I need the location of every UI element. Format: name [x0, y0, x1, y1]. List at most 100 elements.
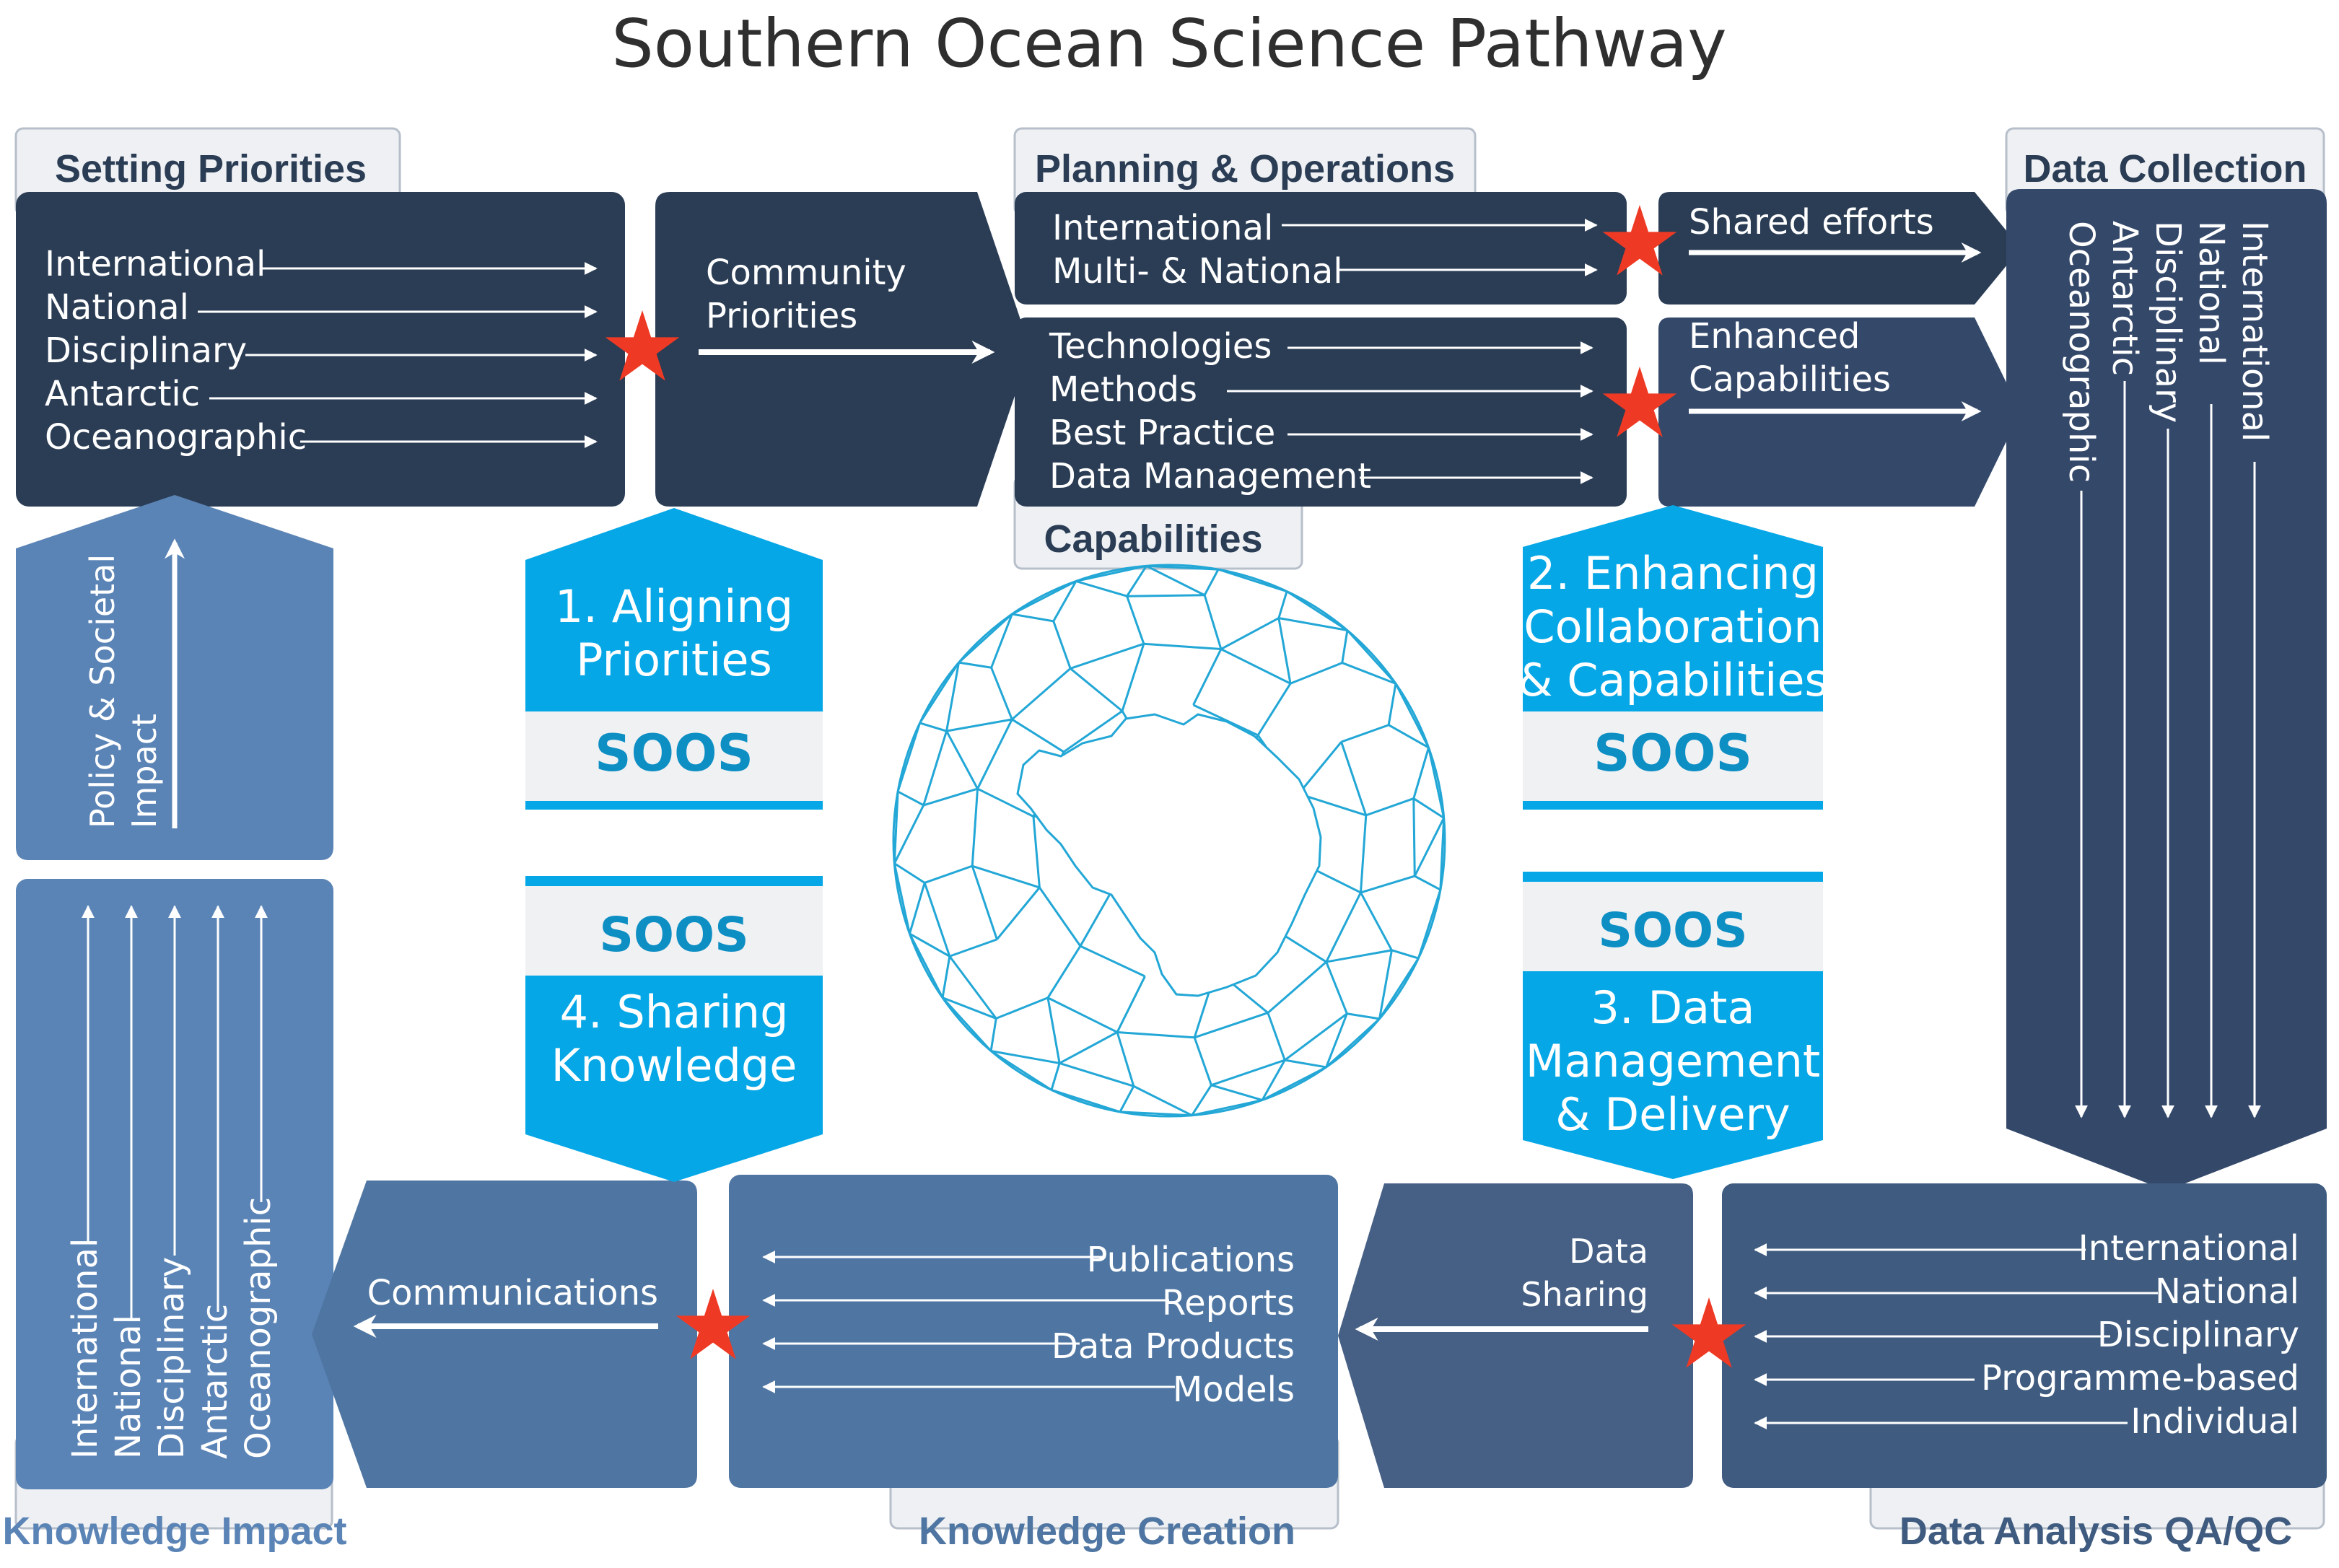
mesh-line [1220, 648, 1291, 685]
policy-impact-box: Policy & Societal Impact [16, 495, 333, 860]
mesh-line [1079, 886, 1116, 947]
data-collection-box: International National Disciplinary Anta… [2006, 189, 2327, 1191]
analysis-item: National [2155, 1271, 2299, 1312]
mesh-line [1070, 667, 1123, 712]
mesh-line [976, 787, 1034, 818]
priority-item: National [45, 287, 189, 328]
svg-text:Priorities: Priorities [706, 296, 857, 336]
mesh-line [1325, 892, 1362, 963]
mesh-line [909, 933, 944, 999]
mesh-line [1145, 565, 1205, 597]
svg-text:Data Collection: Data Collection [2023, 147, 2307, 190]
svg-text:Planning & Operations: Planning & Operations [1035, 147, 1455, 190]
analysis-item: Disciplinary [2097, 1315, 2299, 1355]
capability-item: Methods [1049, 369, 1197, 410]
mesh-line [1075, 565, 1147, 582]
priority-item: Antarctic [45, 374, 200, 414]
mesh-line [923, 882, 951, 957]
mesh-line [1011, 667, 1072, 721]
mesh-line [1063, 710, 1123, 753]
mesh-line [1341, 630, 1349, 663]
antarctica-globe-icon [892, 564, 1446, 1118]
mesh-line [1378, 950, 1393, 1020]
svg-text:Setting Priorities: Setting Priorities [55, 147, 367, 190]
mesh-line [1127, 594, 1205, 597]
mesh-line [1126, 595, 1145, 644]
mesh-line [1342, 662, 1396, 685]
collection-item: Antarctic [2104, 221, 2145, 376]
capability-item: Best Practice [1049, 413, 1275, 453]
community-priorities-arrow: Community Priorities [655, 192, 1031, 507]
planning-operations-box: International Multi- & National [1015, 192, 1627, 305]
mesh-line [1070, 642, 1145, 670]
mesh-line [1286, 590, 1348, 631]
mesh-line [1359, 815, 1368, 893]
mesh-line [1192, 1099, 1263, 1116]
mesh-line [1203, 569, 1220, 596]
mesh-line [1347, 1012, 1380, 1020]
mesh-line [1412, 798, 1416, 877]
mesh-line [1059, 1031, 1118, 1064]
mesh-line [1412, 797, 1445, 819]
mesh-line [1210, 1059, 1285, 1087]
mesh-line [1052, 621, 1072, 669]
mesh-line [1192, 648, 1223, 706]
mesh-line [1413, 817, 1445, 877]
mesh-line [976, 719, 1013, 789]
svg-text:1. Aligning: 1. Aligning [555, 580, 793, 633]
impact-item: Oceanographic [238, 1197, 279, 1459]
mesh-line [1414, 875, 1441, 891]
mesh-line [1143, 642, 1222, 651]
mesh-line [1119, 1085, 1135, 1113]
mesh-line [1075, 579, 1127, 597]
svg-text:Capabilities: Capabilities [1044, 517, 1262, 561]
priority-item: Oceanographic [45, 417, 307, 457]
analysis-item: International [2078, 1228, 2299, 1269]
mesh-line [922, 730, 948, 806]
enhanced-capabilities-arrow: Enhanced Capabilities [1658, 316, 2021, 507]
mesh-line [1220, 617, 1280, 650]
collection-item: International [2234, 221, 2275, 442]
creation-item: Data Products [1052, 1326, 1295, 1367]
mesh-line [1378, 958, 1420, 1020]
mesh-line [1217, 568, 1287, 592]
mesh-line [1119, 1111, 1192, 1116]
impact-item: National [108, 1315, 149, 1459]
mesh-line [893, 863, 911, 934]
svg-text:SOOS: SOOS [599, 907, 748, 963]
mesh-line [1011, 718, 1064, 753]
mesh-line [1277, 618, 1292, 684]
impact-item: Antarctic [195, 1304, 235, 1459]
mesh-line [1360, 875, 1415, 894]
svg-text:Data: Data [1569, 1232, 1648, 1271]
mesh-line [1046, 945, 1082, 999]
mesh-line [1256, 683, 1292, 736]
page-title: Southern Ocean Science Pathway [611, 5, 1726, 82]
planning-item: International [1052, 208, 1273, 248]
mesh-line [1394, 683, 1430, 748]
svg-text:Management: Management [1526, 1035, 1820, 1087]
shared-efforts-arrow: Shared efforts [1658, 192, 2021, 305]
svg-text:& Delivery: & Delivery [1555, 1088, 1790, 1141]
mesh-line [990, 1050, 1052, 1091]
mesh-line [908, 882, 926, 934]
mesh-line [1011, 580, 1077, 616]
mesh-line [946, 718, 1013, 732]
star-icon [605, 310, 680, 381]
svg-text:Capabilities: Capabilities [1689, 359, 1891, 400]
capabilities-box: Technologies Methods Best Practice Data … [1015, 317, 1627, 507]
mesh-line [1417, 889, 1442, 959]
star-markers [605, 205, 1746, 1368]
svg-text:SOOS: SOOS [1593, 724, 1752, 783]
mesh-line [948, 955, 997, 1020]
mesh-line [893, 791, 899, 864]
impact-item: International [65, 1238, 105, 1459]
mesh-line [1116, 1032, 1135, 1087]
mesh-line [893, 862, 926, 884]
mesh-line [1412, 747, 1430, 799]
mesh-line [919, 722, 947, 732]
mesh-line [1284, 1012, 1348, 1061]
analysis-item: Programme-based [1981, 1358, 2299, 1398]
mesh-line [1428, 747, 1445, 818]
